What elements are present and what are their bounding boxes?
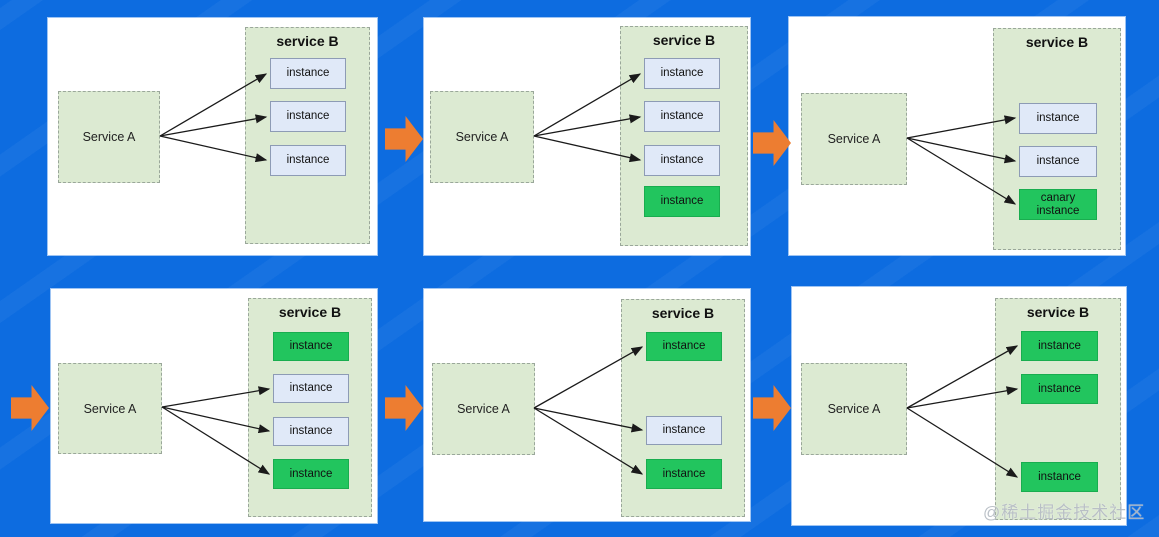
instance-label: instance	[1036, 155, 1080, 168]
instance-label: canary instance	[1036, 191, 1080, 217]
canary-instance-box: canary instance	[1019, 189, 1097, 220]
instance-box-new: instance	[1021, 462, 1098, 492]
instance-label: instance	[289, 467, 333, 480]
diagram-panel-step-2: service B Service A instance instance in…	[424, 18, 750, 255]
diagram-panel-step-5: service B Service A instance instance in…	[424, 289, 750, 521]
instance-box-new: instance	[646, 459, 722, 489]
service-a-label: Service A	[827, 402, 881, 416]
service-a-box: Service A	[801, 93, 907, 185]
instance-box-new: instance	[1021, 331, 1098, 361]
instance-label: instance	[289, 382, 333, 395]
flow-arrow-step4-to-step5	[385, 385, 423, 431]
service-b-label: service B	[1025, 34, 1089, 50]
service-b-label: service B	[651, 305, 715, 321]
instance-box-old: instance	[270, 145, 346, 176]
service-b-label: service B	[652, 32, 716, 48]
instance-label: instance	[660, 110, 704, 123]
service-b-label: service B	[276, 33, 339, 49]
instance-label: instance	[1038, 339, 1081, 352]
instance-label: instance	[289, 340, 333, 353]
service-a-box: Service A	[58, 91, 160, 183]
instance-box-old: instance	[270, 101, 346, 132]
flow-arrow-wrap-to-step4	[11, 385, 49, 431]
diagram-panel-step-1: service B Service A instance instance in…	[48, 18, 377, 255]
instance-label: instance	[660, 67, 704, 80]
instance-box-old: instance	[273, 374, 349, 403]
instance-box-old: instance	[644, 145, 720, 176]
flow-arrow-step2-to-step3	[753, 120, 791, 166]
instance-box-old: instance	[270, 58, 346, 89]
instance-box-new: instance	[646, 332, 722, 361]
diagram-panel-step-4: service B Service A instance instance in…	[51, 289, 377, 523]
instance-box-new: instance	[273, 459, 349, 489]
instance-label: instance	[660, 195, 704, 208]
site-watermark: @稀土掘金技术社区	[983, 503, 1146, 522]
instance-label: instance	[660, 154, 704, 167]
service-a-label: Service A	[457, 402, 510, 416]
flow-arrow-step5-to-step6	[753, 385, 791, 431]
instance-label: instance	[1036, 112, 1080, 125]
instance-box-old: instance	[644, 58, 720, 89]
instance-box-new: instance	[1021, 374, 1098, 404]
instance-box-old: instance	[273, 417, 349, 446]
instance-box-new: instance	[644, 186, 720, 217]
service-a-label: Service A	[82, 130, 136, 144]
service-a-box: Service A	[432, 363, 535, 455]
service-a-label: Service A	[455, 130, 509, 144]
instance-label: instance	[286, 154, 330, 167]
instance-label: instance	[286, 67, 330, 80]
service-a-box: Service A	[430, 91, 534, 183]
diagram-panel-step-3: service B Service A instance instance ca…	[789, 17, 1125, 255]
service-a-box: Service A	[58, 363, 162, 454]
instance-label: instance	[1038, 382, 1081, 395]
instance-label: instance	[289, 425, 333, 438]
instance-label: instance	[662, 424, 706, 437]
instance-box-new: instance	[273, 332, 349, 361]
diagram-panel-step-6: service B Service A instance instance in…	[792, 287, 1126, 525]
service-b-label: service B	[278, 304, 342, 320]
service-a-label: Service A	[83, 401, 137, 416]
instance-label: instance	[1038, 470, 1081, 483]
service-b-label: service B	[1026, 304, 1090, 320]
instance-label: instance	[662, 467, 706, 480]
service-a-box: Service A	[801, 363, 907, 455]
instance-box-old: instance	[646, 416, 722, 445]
flow-arrow-step1-to-step2	[385, 116, 423, 162]
service-a-label: Service A	[827, 132, 881, 146]
instance-box-old: instance	[1019, 146, 1097, 177]
instance-label: instance	[662, 340, 706, 353]
instance-box-old: instance	[644, 101, 720, 132]
instance-box-old: instance	[1019, 103, 1097, 134]
instance-label: instance	[286, 110, 330, 123]
